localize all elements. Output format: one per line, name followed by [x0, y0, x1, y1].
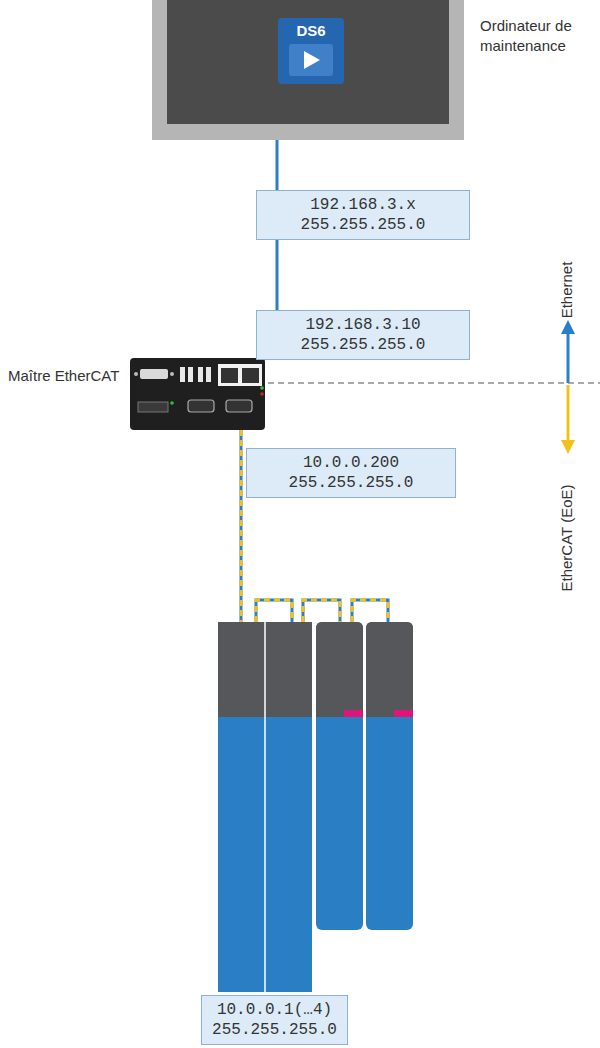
rj45-ports [218, 364, 262, 386]
ethercat-arrow [567, 385, 570, 444]
drive-marker [394, 710, 413, 717]
usb-port [188, 367, 193, 382]
network-side-label: EtherCAT (EoE) [558, 485, 576, 592]
ip-address: 10.0.0.1(…4) 255.255.255.0 [212, 1000, 337, 1040]
device-label: Ordinateur de maintenance [480, 16, 600, 56]
serial-port [226, 400, 252, 412]
status-led [170, 401, 174, 405]
dvi-port [140, 369, 168, 379]
arrowhead [561, 440, 575, 454]
ethercat-jumper [256, 600, 388, 622]
ip-address-box: 192.168.3.10 255.255.255.0 [256, 310, 470, 360]
ip-address: 192.168.3.x 255.255.255.0 [301, 195, 426, 235]
usb-port [198, 367, 203, 382]
drive-head [218, 622, 265, 717]
ip-address-box: 10.0.0.200 255.255.255.0 [246, 448, 456, 498]
drive-body [218, 622, 265, 992]
drive-body [366, 622, 413, 930]
status-led [260, 386, 264, 390]
drive-gap [264, 622, 266, 992]
ethercat-cable [240, 430, 243, 622]
device-label: Maître EtherCAT [8, 366, 120, 386]
drive-marker [344, 710, 363, 717]
ethercat-jumper [256, 600, 388, 622]
app-icon-button [289, 44, 333, 76]
status-led [260, 392, 264, 396]
ethercat-master: Maître EtherCAT [130, 358, 265, 430]
play-symbol [304, 51, 320, 69]
master-housing [130, 358, 265, 430]
maintenance-computer: DS6Ordinateur de maintenance [152, 0, 464, 140]
rj45-socket [242, 368, 259, 383]
monitor-screen [167, 0, 449, 124]
network-boundary [268, 382, 600, 383]
ip-address: 192.168.3.10 255.255.255.0 [301, 315, 426, 355]
screw [134, 372, 138, 376]
ethercat-cable [240, 430, 243, 622]
drive-head [316, 622, 363, 717]
drive-head [366, 622, 413, 717]
network-side-label: Ethernet [558, 262, 576, 319]
ethernet-arrow [567, 330, 570, 383]
ip-address: 10.0.0.200 255.255.255.0 [289, 453, 414, 493]
ip-address-box: 192.168.3.x 255.255.255.0 [256, 190, 470, 240]
app-name: DS6 [278, 22, 344, 40]
arrowhead [561, 320, 575, 334]
serial-port [188, 400, 214, 412]
usb-port [206, 367, 211, 382]
monitor-bezel [152, 0, 464, 140]
app-icon [278, 18, 344, 84]
drive-body [316, 622, 363, 930]
rj45-socket [221, 368, 238, 383]
drive-head [265, 622, 312, 717]
ip-address-box: 10.0.0.1(…4) 255.255.255.0 [201, 995, 348, 1045]
screw [170, 372, 174, 376]
power-terminal [138, 402, 168, 412]
usb-port [180, 367, 185, 382]
drive-body [265, 622, 312, 992]
